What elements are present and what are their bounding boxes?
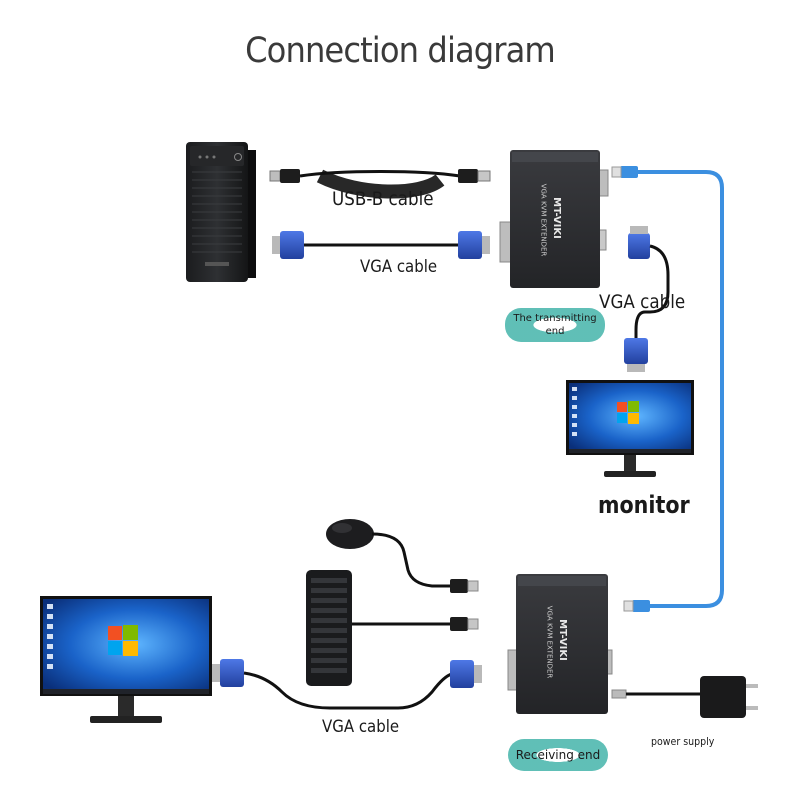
vga-cable-top-icon [272, 231, 490, 259]
power-supply-label: power supply [651, 735, 715, 748]
receiver-brand: MT-VIKI [557, 619, 568, 661]
pc-tower-icon [186, 142, 256, 282]
network-cable-icon [611, 166, 724, 612]
transmitting-end-line2: end [545, 326, 565, 337]
monitor-left-icon [40, 596, 212, 723]
vga-cable-right-label: VGA cable [599, 291, 686, 313]
transmitting-end-tag: The transmitting end [505, 308, 605, 342]
usb-b-cable-icon [269, 169, 491, 199]
vga-cable-bottom-icon [212, 659, 482, 710]
vga-cable-top-label: VGA cable [360, 257, 438, 277]
vga-cable-right-icon [624, 226, 670, 372]
monitor-right-icon [566, 380, 694, 477]
receiver-model: VGA KVM EXTENDER [545, 605, 554, 679]
receiving-end-tag: Receiving end [508, 739, 608, 771]
diagram-title: Connection diagram [245, 31, 556, 71]
receiving-end-text: Receiving end [515, 748, 601, 762]
vga-cable-bottom-label: VGA cable [322, 717, 400, 737]
transmitter-brand: MT-VIKI [551, 197, 562, 239]
usb-b-cable-label: USB-B cable [332, 188, 434, 210]
power-adapter-icon [611, 676, 758, 718]
keyboard-icon [306, 570, 479, 686]
transmitter-device-icon [499, 150, 609, 288]
receiver-device-icon [507, 574, 613, 714]
transmitting-end-line1: The transmitting [513, 313, 597, 324]
monitor-label: monitor [598, 491, 690, 519]
mouse-icon [326, 519, 479, 593]
transmitter-model: VGA KVM EXTENDER [539, 183, 548, 257]
